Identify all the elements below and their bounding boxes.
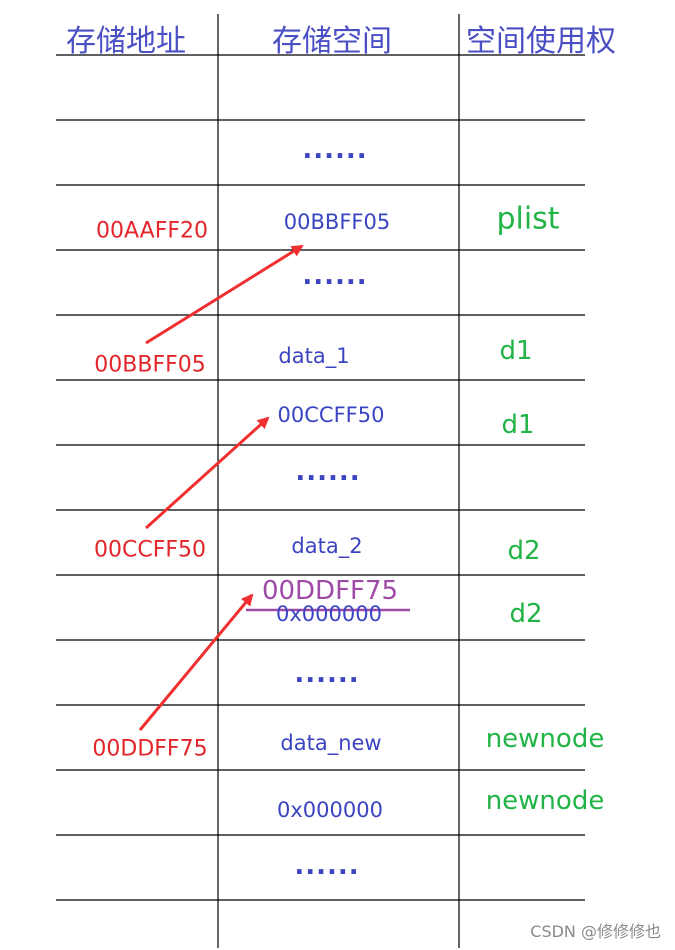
watermark: CSDN @修修修也 — [530, 922, 661, 941]
space-cell: data_2 — [291, 534, 363, 558]
space-ellipsis: ...... — [295, 457, 361, 487]
address-cell: 00CCFF50 — [93, 537, 207, 563]
ownership-cell: newnode — [485, 786, 605, 816]
ownership-cell: d1 — [499, 336, 533, 366]
space-ellipsis: ...... — [294, 659, 360, 689]
space-cell: data_1 — [278, 344, 350, 368]
ownership-cell: plist — [496, 201, 560, 237]
ownership-cell: d2 — [507, 536, 541, 566]
header-address: 存储地址 — [66, 24, 186, 59]
address-cell: 00AAFF20 — [95, 218, 209, 244]
address-cell: 00BBFF05 — [94, 352, 206, 378]
space-ellipsis: ...... — [302, 135, 368, 165]
space-ellipsis: ...... — [302, 261, 368, 291]
space-cell: 00BBFF05 — [283, 210, 391, 234]
space-cell: 00CCFF50 — [277, 403, 385, 427]
space-ellipsis: ...... — [294, 851, 360, 881]
header-space: 存储空间 — [272, 24, 392, 59]
space-cell-old-value: 0x000000 — [276, 602, 382, 626]
pointer-arrow-1 — [145, 244, 304, 345]
pointer-arrow-2 — [144, 416, 270, 530]
ownership-cell: d2 — [509, 599, 543, 629]
address-cell: 00DDFF75 — [92, 736, 208, 762]
space-cell: data_new — [280, 731, 382, 755]
header-ownership: 空间使用权 — [466, 24, 616, 59]
ownership-cell: newnode — [485, 724, 605, 754]
pointer-arrow-3 — [138, 593, 254, 731]
ownership-cell: d1 — [501, 410, 535, 440]
space-cell: 0x000000 — [277, 798, 383, 822]
space-cell-new-value: 00DDFF75 — [261, 576, 399, 606]
